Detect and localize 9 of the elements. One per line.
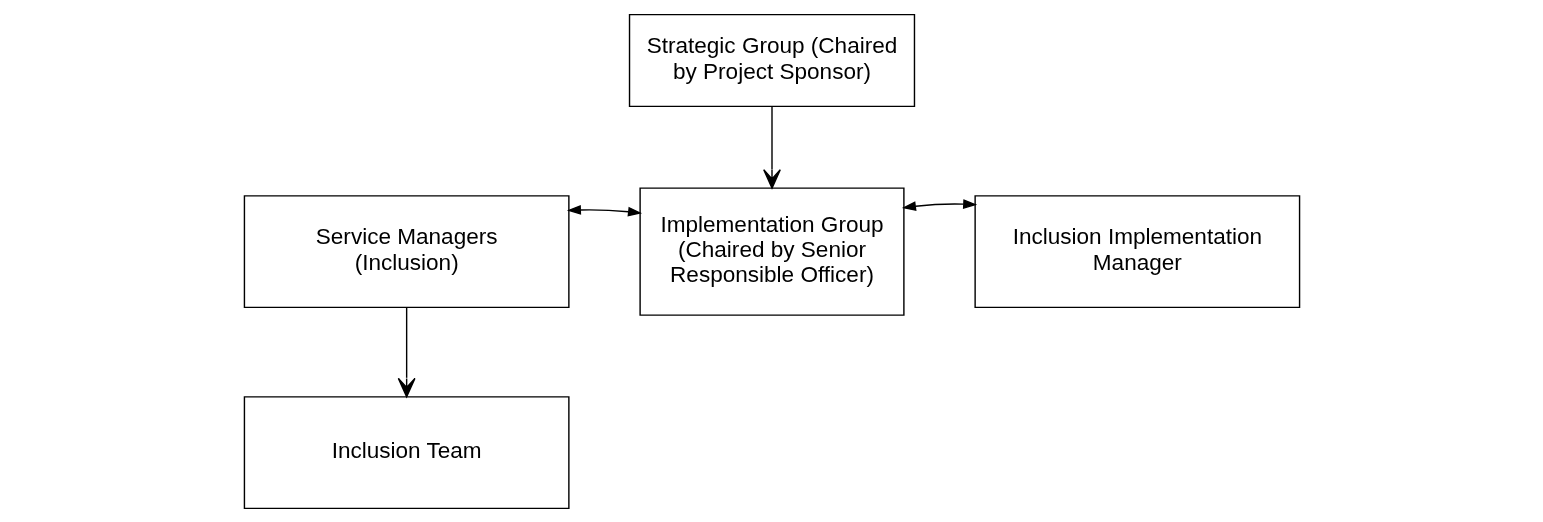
arrow xyxy=(397,306,416,397)
node-box: Service Managers (Inclusion) xyxy=(243,194,570,308)
node-box: Strategic Group (Chaired by Project Sponsor) xyxy=(628,13,915,107)
arrow xyxy=(566,204,642,217)
node-box: Implementation Group (Chaired by Senior Responsible Officer) xyxy=(638,186,905,316)
arrow xyxy=(762,105,781,189)
node-box: Inclusion Team xyxy=(243,395,570,509)
arrow xyxy=(901,198,977,211)
node-box: Inclusion Implementation Manager xyxy=(973,194,1300,308)
